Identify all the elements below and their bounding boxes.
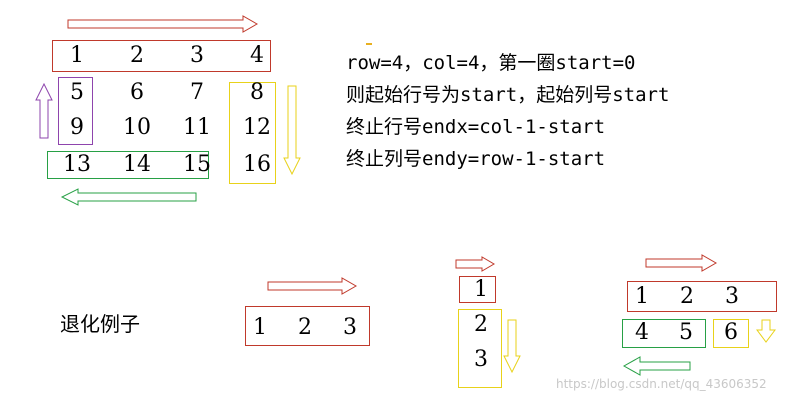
arrow-down-icon	[503, 319, 521, 374]
bottom-row-box	[47, 151, 209, 179]
matrix-cell: 14	[123, 152, 151, 177]
degenerate-title: 退化例子	[60, 312, 140, 336]
explanation-line-2: 则起始行号为start，起始列号start	[346, 84, 670, 106]
two-rows-cell: 3	[725, 284, 739, 309]
matrix-cell: 13	[63, 152, 91, 177]
single-row-cell: 3	[343, 315, 357, 340]
right-column-box	[229, 82, 276, 184]
arrow-left-icon	[622, 356, 691, 376]
matrix-cell: 16	[243, 152, 271, 177]
explanation-line-3: 终止行号endx=col-1-start	[346, 116, 606, 138]
matrix-cell: 11	[183, 115, 211, 140]
matrix-cell: 5	[70, 80, 84, 105]
single-row-box	[245, 306, 370, 346]
matrix-cell: 3	[190, 43, 204, 68]
matrix-cell: 4	[250, 43, 264, 68]
matrix-cell: 12	[243, 115, 271, 140]
matrix-cell: 7	[190, 80, 204, 105]
explanation-line-4: 终止列号endy=row-1-start	[346, 148, 606, 170]
arrow-up-icon	[35, 82, 53, 139]
two-rows-cell: 1	[635, 284, 649, 309]
single-col-rest-box	[458, 309, 502, 388]
explanation-line-1: row=4，col=4，第一圈start=0	[346, 52, 636, 74]
arrow-right-icon	[645, 254, 718, 272]
two-rows-green-box	[622, 319, 706, 348]
single-col-top-box	[459, 276, 496, 303]
arrow-down-icon	[283, 85, 301, 176]
matrix-cell: 2	[130, 43, 144, 68]
two-rows-cell: 4	[635, 320, 649, 345]
arrow-right-icon	[267, 277, 358, 295]
matrix-cell: 6	[130, 80, 144, 105]
single-row-cell: 2	[298, 315, 312, 340]
two-rows-yellow-box	[713, 319, 749, 348]
single-col-cell: 2	[474, 312, 488, 337]
two-rows-top-box	[627, 281, 777, 312]
left-column-box	[58, 77, 93, 145]
top-row-box	[52, 40, 271, 72]
single-row-cell: 1	[253, 315, 267, 340]
arrow-left-icon	[60, 188, 197, 206]
matrix-cell: 10	[123, 115, 151, 140]
matrix-cell: 1	[70, 43, 84, 68]
arrow-right-icon	[67, 15, 259, 33]
arrow-down-icon	[756, 319, 776, 343]
two-rows-cell: 6	[724, 320, 738, 345]
watermark: https://blog.csdn.net/qq_43606352	[556, 377, 767, 391]
two-rows-cell: 2	[680, 284, 694, 309]
two-rows-cell: 5	[679, 320, 693, 345]
single-col-cell: 3	[474, 347, 488, 372]
matrix-cell: 8	[250, 80, 264, 105]
matrix-cell: 15	[183, 152, 211, 177]
single-col-cell: 1	[474, 277, 488, 302]
arrow-right-icon	[455, 256, 495, 272]
matrix-cell: 9	[70, 115, 84, 140]
